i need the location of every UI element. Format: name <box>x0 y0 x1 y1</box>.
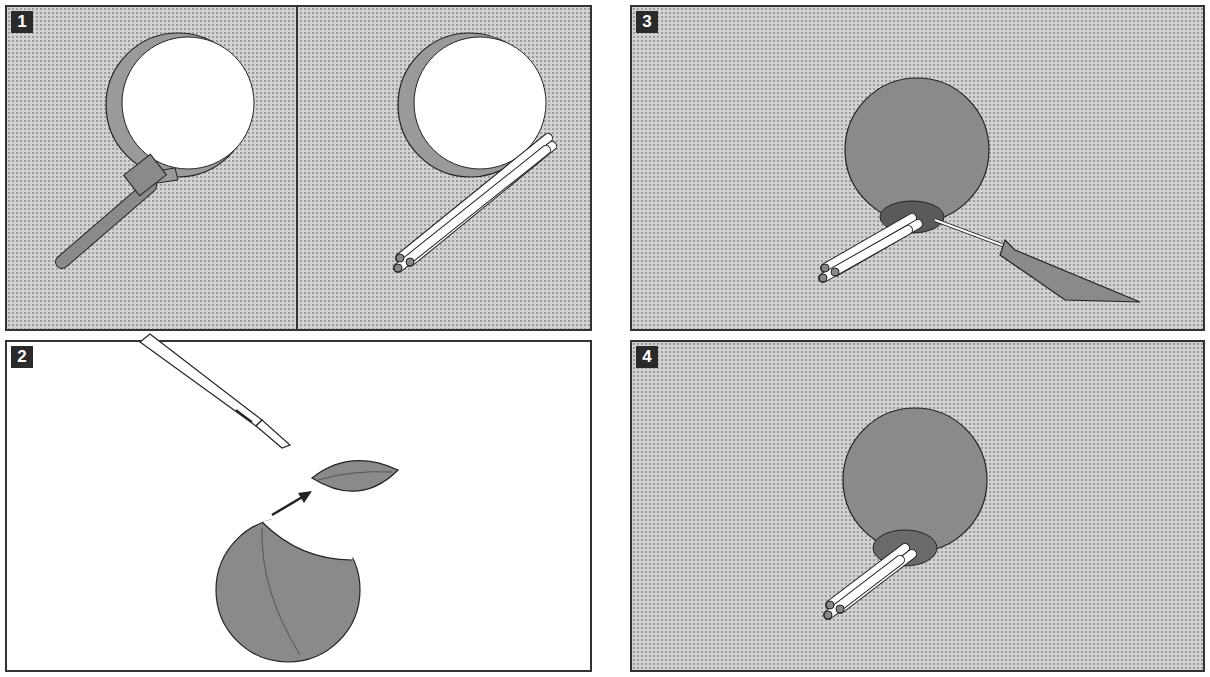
step-panel: 1 <box>5 5 592 331</box>
step-panel: 2 <box>5 340 592 672</box>
panel-divider <box>296 6 298 330</box>
step-number: 4 <box>636 346 658 368</box>
cut-patch <box>140 334 398 662</box>
step-number: 2 <box>11 346 33 368</box>
step-panel: 3 <box>630 5 1205 331</box>
scalpel <box>140 334 290 448</box>
hole-with-tool <box>62 33 254 262</box>
step-number: 1 <box>11 11 33 33</box>
hole-with-wires <box>394 33 552 272</box>
step-panel: 4 <box>630 340 1205 672</box>
soldering-step <box>819 78 1140 302</box>
finished-repair <box>824 408 987 619</box>
step-number: 3 <box>636 11 658 33</box>
